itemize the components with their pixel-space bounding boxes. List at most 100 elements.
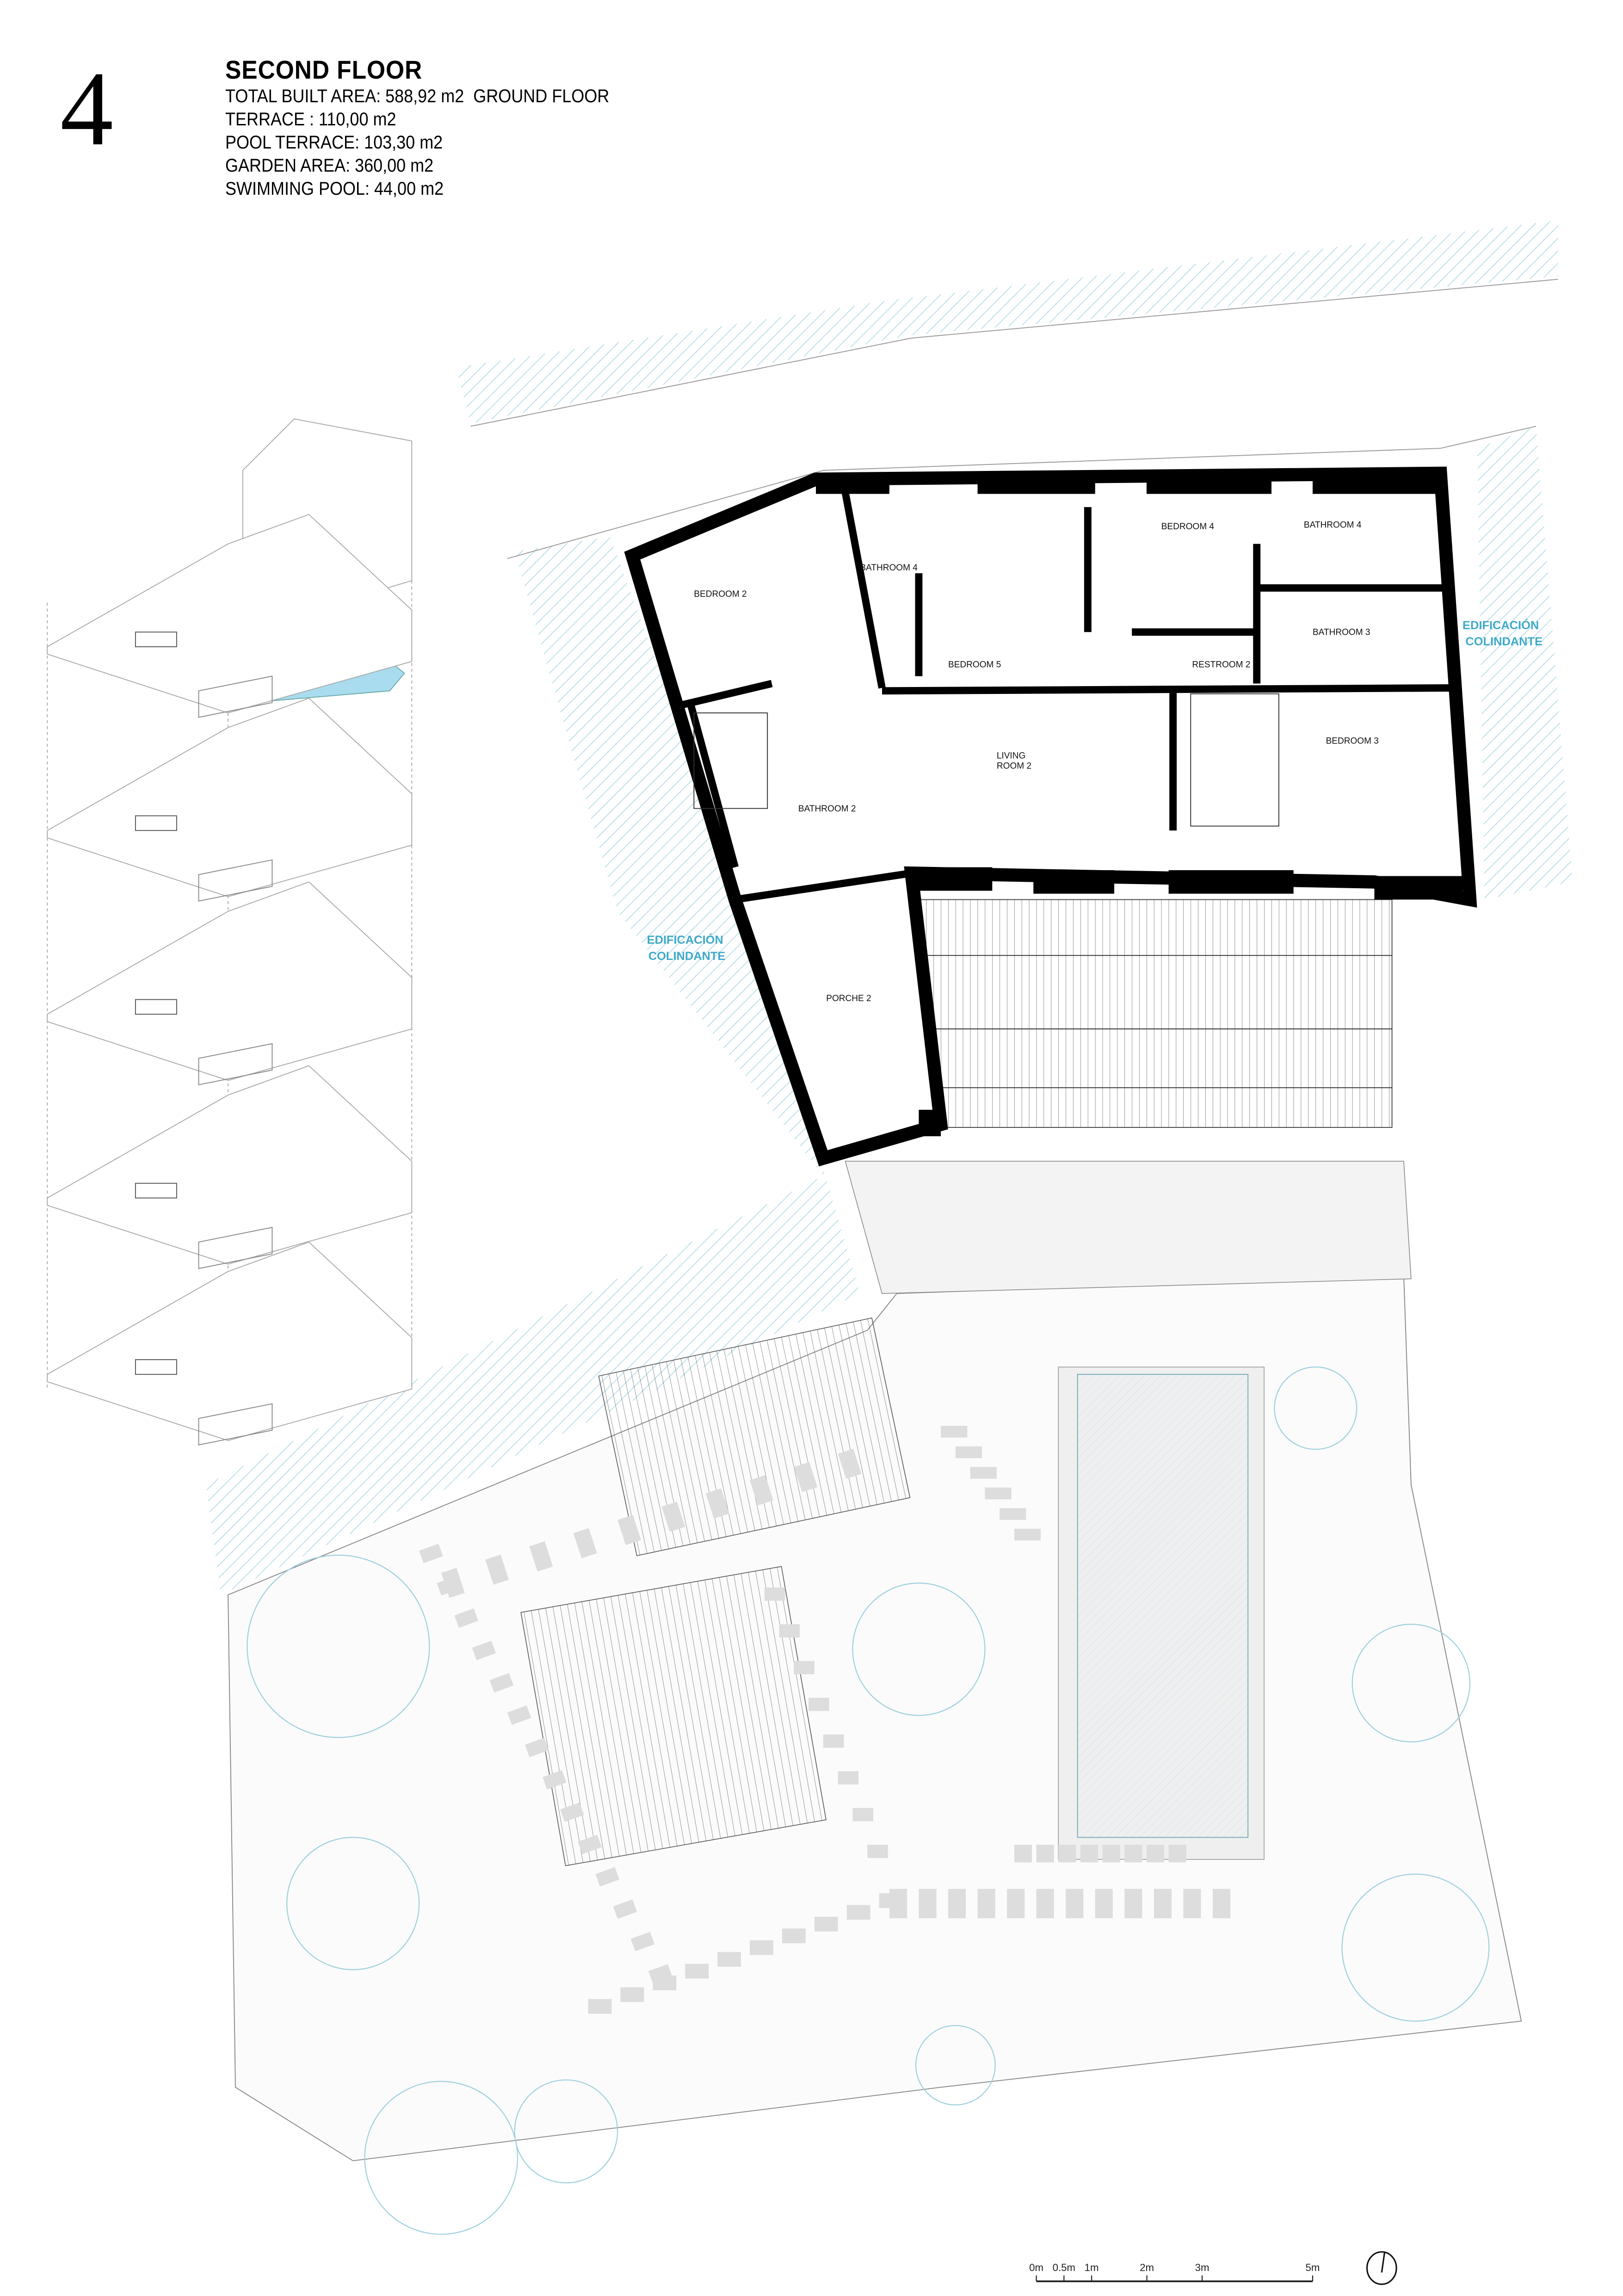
tile — [1168, 1844, 1186, 1863]
tile — [1146, 1844, 1165, 1863]
trees — [247, 1366, 1490, 2235]
tile — [1212, 1888, 1231, 1918]
tile — [852, 1808, 873, 1821]
scale-label: 2m — [1140, 2262, 1154, 2273]
axo-pergola — [135, 1359, 177, 1375]
tile — [879, 1893, 903, 1908]
garden — [228, 1161, 1522, 2235]
tile — [867, 1844, 888, 1858]
tile — [838, 1771, 859, 1785]
area-line: GARDEN AREA: 360,00 m2 — [225, 155, 434, 176]
scale-label: 5m — [1306, 2262, 1320, 2273]
axo-pergola — [135, 631, 177, 647]
area-line: POOL TERRACE: 103,30 m2 — [225, 132, 443, 153]
room-label: BEDROOM 2 — [694, 589, 747, 599]
sheet-number: 4 — [60, 50, 113, 167]
tile — [750, 1475, 773, 1505]
tile — [1124, 1844, 1142, 1863]
axo-floor-slab — [47, 1241, 413, 1441]
tile — [794, 1661, 815, 1674]
scale-label: 0m — [1029, 2262, 1043, 2273]
neighbor-label: EDIFICACIÓN — [647, 933, 723, 947]
room-label: BATHROOM 4 — [1304, 520, 1362, 530]
scale-label: 1m — [1085, 2262, 1099, 2273]
tile — [573, 1528, 597, 1559]
axo-pergola — [135, 1182, 177, 1199]
area-line: TOTAL BUILT AREA: 588,92 m2 GROUND FLOOR — [225, 86, 610, 106]
tile — [620, 1987, 644, 2002]
tile — [764, 1587, 785, 1601]
tile — [685, 1963, 709, 1979]
tile — [823, 1734, 844, 1748]
tile — [1154, 1888, 1172, 1918]
tile — [525, 1738, 549, 1758]
axonometric-stack — [47, 418, 413, 1446]
tile — [543, 1770, 567, 1790]
room-label: BATHROOM 4 — [860, 563, 918, 573]
tile — [970, 1467, 997, 1479]
tile — [560, 1802, 584, 1822]
scale-label: 3m — [1195, 2262, 1210, 2273]
street-lines — [470, 278, 1558, 559]
swimming-pool — [1077, 1374, 1249, 1838]
room-label: LIVING — [997, 751, 1025, 761]
axo-pool — [198, 1403, 273, 1446]
tile — [1183, 1888, 1201, 1918]
tile — [630, 1931, 655, 1951]
axo-pool — [198, 1043, 273, 1086]
neighbor-label: COLINDANTE — [648, 950, 726, 963]
tile — [1058, 1844, 1076, 1863]
axo-pergola — [135, 815, 177, 831]
tile — [1080, 1844, 1098, 1863]
tile — [1095, 1888, 1113, 1918]
scale-bar: 0m 0.5m 1m 2m 3m 5m — [1029, 2262, 1320, 2283]
axo-pergola — [135, 999, 177, 1015]
axo-floor-slab — [47, 514, 413, 714]
tile — [1124, 1888, 1142, 1918]
room-label: PORCHE 2 — [826, 994, 871, 1003]
paving-tiles — [419, 1426, 1231, 2014]
tile — [1007, 1888, 1025, 1918]
tile — [808, 1697, 829, 1711]
tile — [782, 1928, 806, 1943]
tile — [485, 1554, 509, 1585]
room-label: ROOM 2 — [997, 761, 1031, 771]
scale-label: 0.5m — [1053, 2262, 1075, 2273]
room-label: RESTROOM 2 — [1192, 660, 1250, 670]
tile — [705, 1488, 729, 1519]
tile — [1066, 1888, 1084, 1918]
axo-pool — [198, 675, 273, 718]
tile — [617, 1515, 642, 1545]
area-line: SWIMMING POOL: 44,00 m2 — [225, 179, 444, 199]
tile — [441, 1567, 465, 1598]
neighbor-hatch-areas — [206, 220, 1573, 1595]
north-arrow-icon — [1366, 2251, 1397, 2285]
tile — [489, 1673, 514, 1693]
tile — [794, 1462, 818, 1492]
neighbor-label: EDIFICACIÓN — [1463, 618, 1539, 632]
sheet-title: SECOND FLOOR — [225, 55, 423, 84]
tile — [941, 1426, 968, 1438]
tile — [955, 1446, 982, 1458]
neighbor-labels: EDIFICACIÓN COLINDANTE EDIFICACIÓN COLIN… — [647, 618, 1543, 963]
tile — [919, 1888, 937, 1918]
tile — [838, 1448, 862, 1479]
tile — [846, 1905, 870, 1920]
tile — [661, 1501, 685, 1532]
sheet-header: SECOND FLOOR TOTAL BUILT AREA: 588,92 m2… — [225, 55, 652, 200]
room-labels: BEDROOM 2 BATHROOM 4 BEDROOM 4 BATHROOM … — [694, 520, 1379, 1003]
tile — [507, 1705, 531, 1725]
tile — [578, 1834, 602, 1855]
tile — [588, 1999, 612, 2014]
room-label: BEDROOM 3 — [1326, 736, 1379, 746]
tile — [613, 1899, 637, 1919]
tile — [653, 1975, 677, 1991]
tile — [454, 1608, 478, 1628]
neighbor-label: COLINDANTE — [1465, 635, 1543, 648]
area-line: TERRACE : 110,00 m2 — [225, 109, 396, 130]
axo-pool — [198, 1226, 273, 1269]
tile — [1102, 1844, 1120, 1863]
tile — [595, 1867, 620, 1887]
room-label: BATHROOM 3 — [1313, 628, 1370, 637]
